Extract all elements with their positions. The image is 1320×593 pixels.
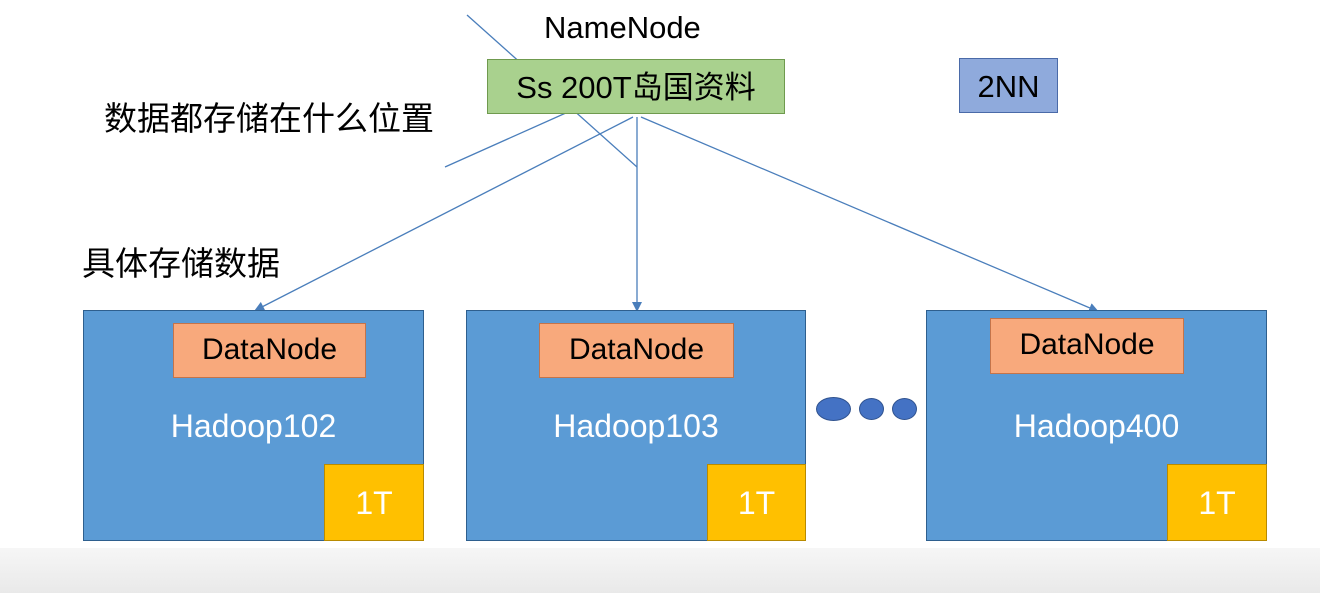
datanode-label: DataNode [990, 318, 1184, 374]
secondary-namenode-box: 2NN [959, 58, 1058, 113]
host-name: Hadoop400 [1013, 408, 1180, 444]
ellipsis-dot [859, 398, 884, 420]
host-name: Hadoop102 [170, 408, 337, 444]
question-annotation: 数据都存储在什么位置 [104, 100, 434, 137]
arrow-to-hadoop102 [254, 116, 634, 311]
ellipsis-dot [816, 397, 851, 421]
disk-capacity: 1T [324, 464, 424, 541]
datanode-label: DataNode [173, 323, 366, 378]
storage-annotation: 具体存储数据 [82, 245, 280, 282]
namenode-title: NameNode [544, 10, 701, 45]
arrow-to-hadoop400 [640, 116, 1099, 313]
namenode-box: Ss 200T岛国资料 [487, 59, 785, 114]
host-name: Hadoop103 [553, 408, 719, 444]
bottom-bar [0, 548, 1320, 593]
datanode-label: DataNode [539, 323, 734, 378]
disk-capacity: 1T [707, 464, 806, 541]
disk-capacity: 1T [1167, 464, 1267, 541]
ellipsis-dot [892, 398, 917, 420]
